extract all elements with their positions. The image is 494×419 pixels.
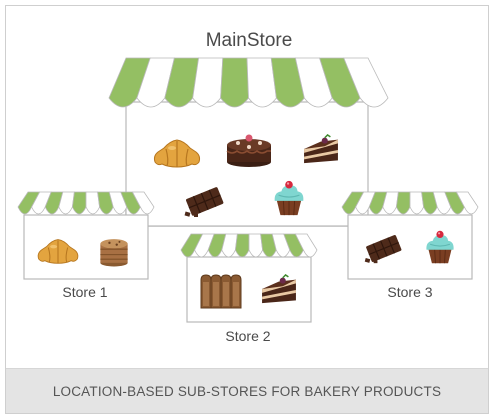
awning-stripe xyxy=(220,57,249,108)
bread-loaf-icon xyxy=(200,274,242,309)
awning-stripe xyxy=(192,57,224,108)
sub-store-1-body xyxy=(23,214,149,280)
sub-store-1-awning xyxy=(17,191,155,215)
sub-store-2: Store 2 xyxy=(180,233,318,344)
awning-stripe xyxy=(234,233,250,258)
sub-store-3: Store 3 xyxy=(341,191,479,300)
sub-store-1-label: Store 1 xyxy=(62,284,107,300)
caption-text: LOCATION-BASED SUB-STORES FOR BAKERY PRO… xyxy=(52,383,442,399)
main-store-label: MainStore xyxy=(206,30,293,51)
caption-bar: LOCATION-BASED SUB-STORES FOR BAKERY PRO… xyxy=(6,368,488,413)
awning-stripe xyxy=(71,191,87,215)
diagram-frame: MainStore Store 1 Store 2 xyxy=(5,5,489,414)
sub-store-3-awning xyxy=(341,191,479,215)
awning-stripe xyxy=(131,191,155,215)
main-store-awning xyxy=(108,57,389,108)
awning-stripe xyxy=(455,191,479,215)
main-store: MainStore xyxy=(108,30,389,227)
sub-store-3-label: Store 3 xyxy=(387,284,432,300)
cookie-stack-icon xyxy=(99,238,129,268)
awning-stripe xyxy=(409,191,425,215)
awning-stripe xyxy=(395,191,411,215)
awning-stripe xyxy=(294,233,318,258)
sub-store-2-label: Store 2 xyxy=(225,328,270,344)
awning-stripe xyxy=(343,57,389,108)
sub-store-2-awning xyxy=(180,233,318,258)
sub-store-1: Store 1 xyxy=(17,191,155,300)
store-diagram: MainStore Store 1 Store 2 xyxy=(17,30,479,344)
awning-stripe xyxy=(85,191,101,215)
awning-stripe xyxy=(248,233,264,258)
